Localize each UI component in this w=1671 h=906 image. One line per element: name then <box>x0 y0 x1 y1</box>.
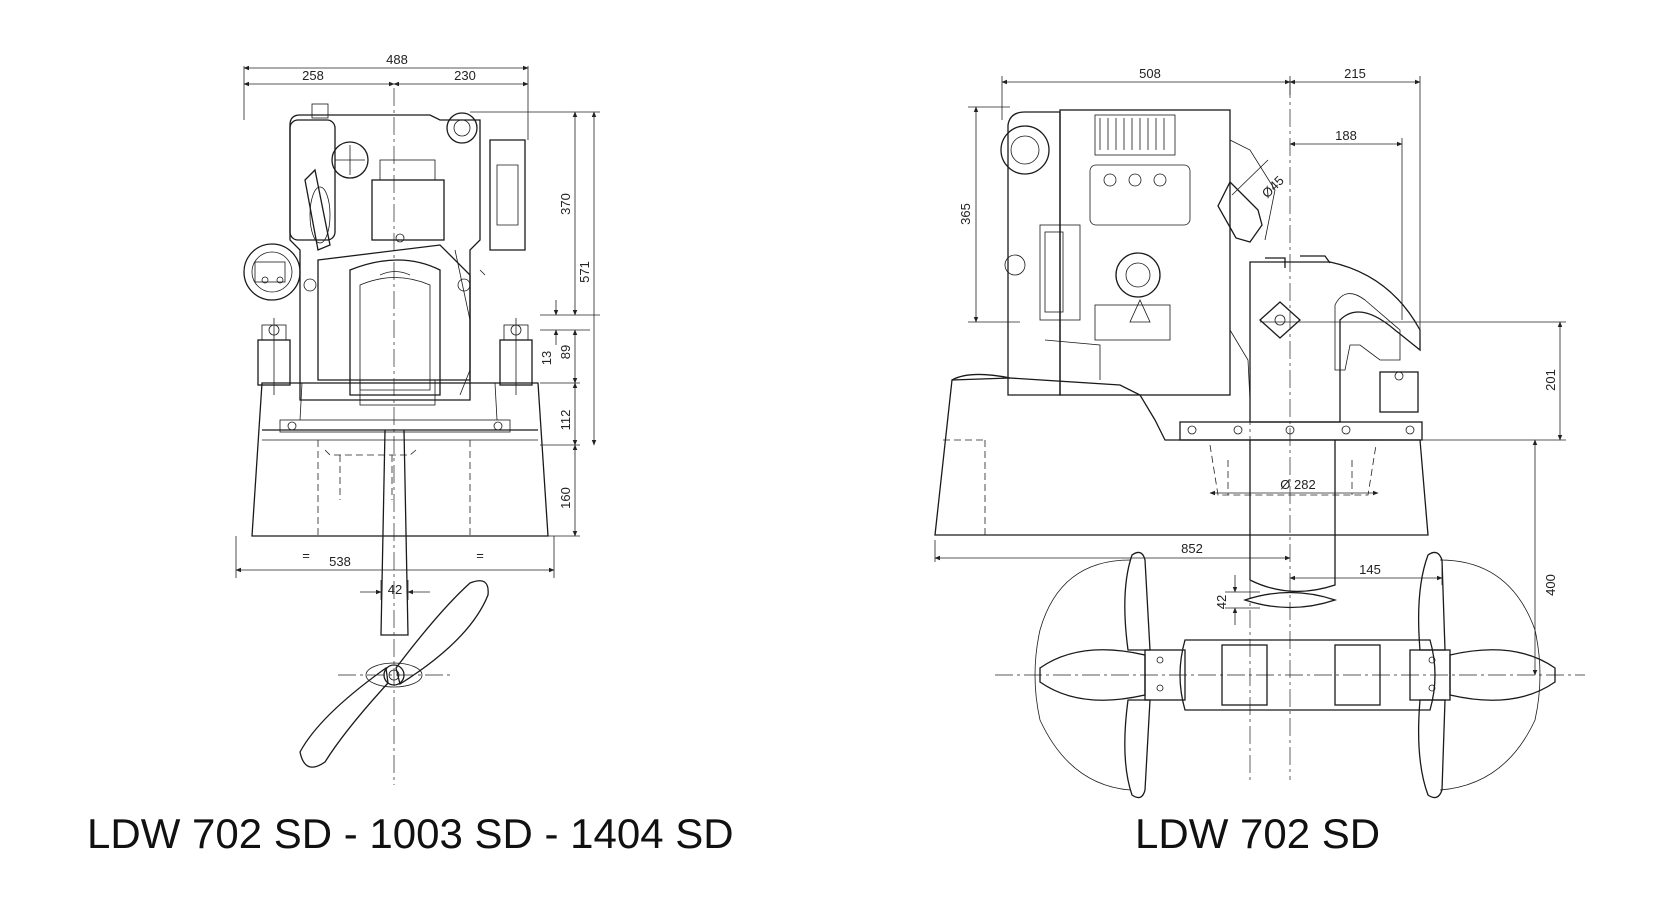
dim-right-height-400: 400 <box>1543 574 1558 596</box>
dim-left-height-total: 571 <box>577 261 592 283</box>
dim-right-offset-215: 215 <box>1344 66 1366 81</box>
dim-left-equal-mark-2: = <box>476 548 484 563</box>
dim-left-right-part: 230 <box>454 68 476 83</box>
dim-left-base-width: 538 <box>329 554 351 569</box>
right-flange-plate <box>1179 421 1423 441</box>
dim-left-overall-width: 488 <box>386 52 408 67</box>
dim-right-offset-188: 188 <box>1335 128 1357 143</box>
left-caption: LDW 702 SD - 1003 SD - 1404 SD <box>87 810 734 857</box>
dim-right-exhaust-diameter: Ø45 <box>1259 173 1287 201</box>
dim-left-height-160: 160 <box>558 487 573 509</box>
left-engine-body <box>289 103 526 406</box>
dim-left-equal-mark-1: = <box>302 548 310 563</box>
right-dimensions <box>934 76 1566 676</box>
dim-right-offset-145: 145 <box>1359 562 1381 577</box>
dim-left-leg-width: 42 <box>388 582 402 597</box>
dim-right-base-width: 852 <box>1181 541 1203 556</box>
right-view-side-elevation: 508 215 188 365 Ø45 201 Ø 282 852 145 42… <box>934 66 1585 857</box>
right-propeller-leg <box>1034 440 1556 799</box>
dim-right-height-201: 201 <box>1543 369 1558 391</box>
left-dimensions <box>235 65 600 600</box>
dim-right-overall-width: 508 <box>1139 66 1161 81</box>
dim-right-flange-diameter: Ø 282 <box>1280 477 1315 492</box>
left-engine-mounts <box>257 318 533 433</box>
left-base-pedestal <box>251 382 549 537</box>
dim-left-height-89: 89 <box>558 345 573 359</box>
left-alternator <box>243 243 301 301</box>
dim-left-height-top: 370 <box>558 193 573 215</box>
dim-left-left-part: 258 <box>302 68 324 83</box>
dim-right-height-365: 365 <box>958 203 973 225</box>
right-engine-body <box>1000 109 1276 401</box>
dim-right-leg-width: 42 <box>1214 595 1229 609</box>
right-exhaust-elbow <box>1249 255 1421 423</box>
left-view-front-elevation: 488 258 230 370 571 13 89 112 160 538 = … <box>87 52 734 857</box>
dim-left-offset-13: 13 <box>539 351 554 365</box>
dim-left-height-112: 112 <box>558 410 573 431</box>
right-caption: LDW 702 SD <box>1135 810 1380 857</box>
right-base-pedestal <box>934 373 1429 536</box>
